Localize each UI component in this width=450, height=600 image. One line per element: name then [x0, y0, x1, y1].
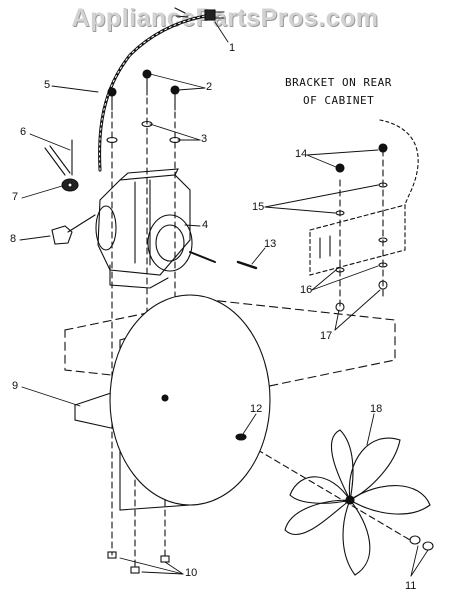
rear-bracket: [309, 119, 419, 312]
callout-3: 3: [201, 133, 208, 145]
bracket-note-line2: OF CABINET: [303, 94, 375, 107]
callout-12: 12: [250, 403, 263, 415]
callout-9: 9: [12, 380, 19, 392]
callout-16: 16: [300, 284, 313, 296]
callout-6: 6: [20, 126, 27, 138]
capacitor-clip: [44, 139, 96, 245]
callout-2: 2: [206, 81, 213, 93]
leader-lines: [19, 21, 429, 577]
screw-set-2: [107, 69, 180, 111]
callout-1: 1: [229, 42, 236, 54]
callout-18: 18: [370, 403, 383, 415]
power-cord: [98, 7, 225, 172]
callout-7: 7: [12, 191, 19, 203]
callout-10: 10: [185, 567, 198, 579]
callout-13: 13: [264, 238, 277, 250]
callout-15: 15: [252, 201, 265, 213]
fan-blade: [284, 429, 431, 576]
watermark-logo: AppliancePartsPros.com: [71, 4, 379, 32]
bracket-note-line1: BRACKET ON REAR: [285, 76, 392, 89]
washer-set-3: [106, 120, 181, 144]
callout-14: 14: [295, 148, 308, 160]
blower-housing: [74, 294, 271, 511]
pin-13: [236, 260, 258, 270]
callout-5: 5: [44, 79, 51, 91]
motor: [95, 168, 216, 289]
callout-8: 8: [10, 233, 17, 245]
callout-11: 11: [405, 580, 417, 592]
callout-4: 4: [202, 219, 209, 231]
callout-17: 17: [320, 330, 333, 342]
